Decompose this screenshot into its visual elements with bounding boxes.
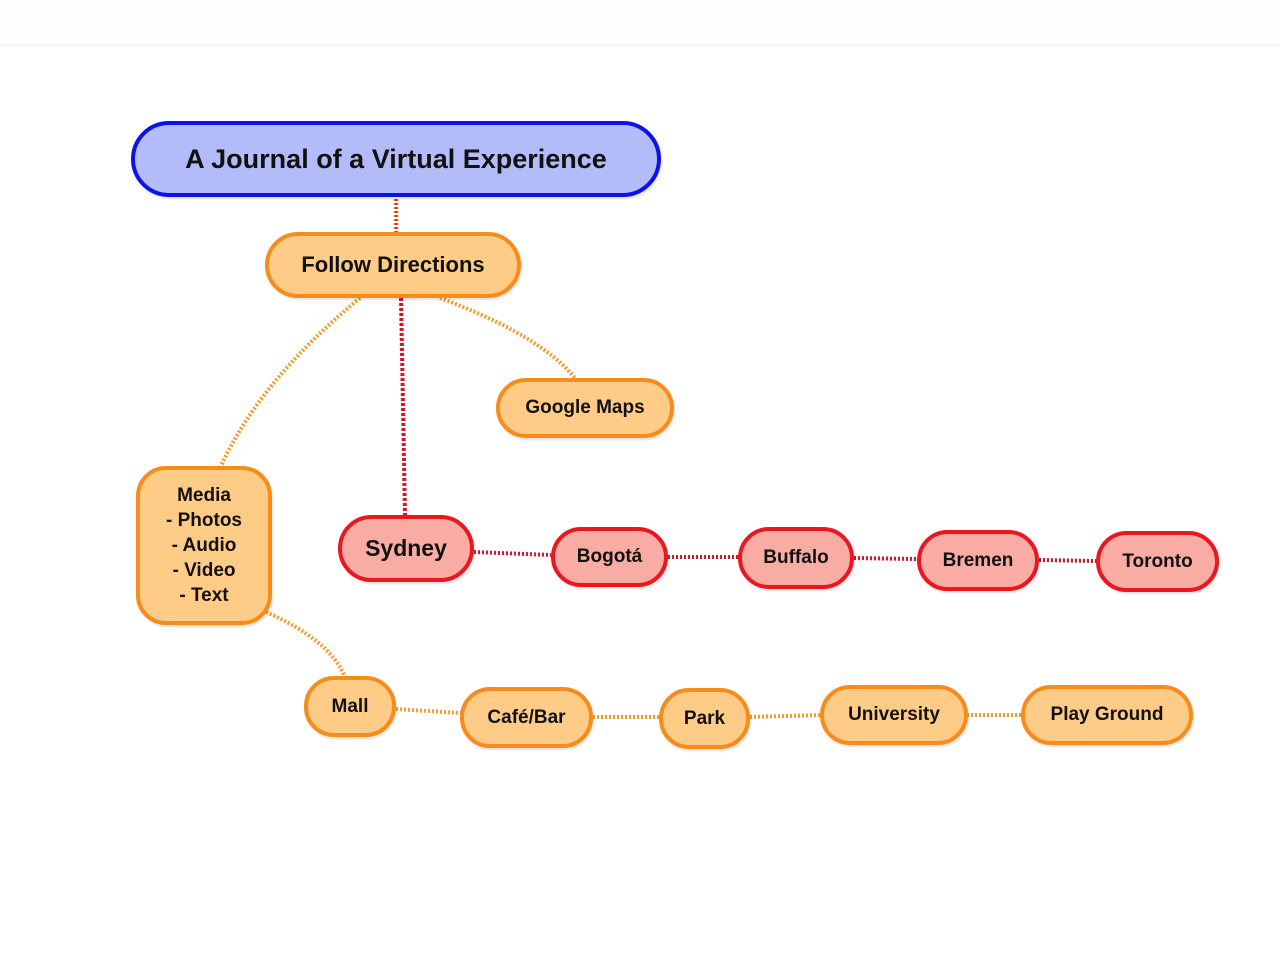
city-label: Bogotá — [576, 546, 643, 567]
city-node-sydney[interactable]: Sydney — [338, 515, 474, 582]
link-sydney-bogota — [473, 550, 552, 557]
place-label: Mall — [331, 695, 369, 717]
city-label: Bremen — [942, 549, 1014, 571]
city-node-bogota[interactable]: Bogotá — [551, 527, 668, 587]
place-label: Café/Bar — [487, 706, 566, 728]
link-media-mall — [265, 610, 347, 678]
city-node-toronto[interactable]: Toronto — [1096, 531, 1219, 592]
link-bremen-toronto — [1038, 558, 1097, 563]
link-follow-directions-sydney — [399, 297, 407, 516]
place-label: Play Ground — [1050, 704, 1164, 725]
place-node-cafe-bar[interactable]: Café/Bar — [460, 687, 593, 748]
link-follow-directions-media — [218, 296, 362, 469]
link-mall-cafe-bar — [395, 707, 462, 715]
title-label: A Journal of a Virtual Experience — [185, 143, 607, 174]
place-label: University — [848, 704, 940, 725]
follow-directions-label: Follow Directions — [301, 252, 485, 277]
city-node-buffalo[interactable]: Buffalo — [738, 527, 854, 589]
follow-directions-node[interactable]: Follow Directions — [265, 232, 521, 298]
place-node-mall[interactable]: Mall — [304, 676, 396, 737]
google-maps-node[interactable]: Google Maps — [496, 378, 674, 438]
city-node-bremen[interactable]: Bremen — [917, 530, 1039, 591]
link-follow-directions-google-maps — [439, 296, 577, 380]
place-label: Park — [683, 707, 726, 729]
place-node-park[interactable]: Park — [659, 688, 750, 749]
top-band — [0, 0, 1280, 46]
city-label: Toronto — [1122, 550, 1193, 572]
place-node-university[interactable]: University — [820, 685, 968, 745]
media-label: Media - Photos - Audio - Video - Text — [166, 485, 242, 606]
place-node-play-ground[interactable]: Play Ground — [1021, 685, 1193, 745]
title-node[interactable]: A Journal of a Virtual Experience — [131, 121, 661, 197]
google-maps-label: Google Maps — [525, 397, 645, 418]
link-park-university — [749, 713, 822, 719]
media-node[interactable]: Media - Photos - Audio - Video - Text — [136, 466, 272, 625]
city-label: Buffalo — [763, 547, 829, 568]
link-buffalo-bremen — [853, 556, 918, 561]
city-label: Sydney — [365, 535, 447, 561]
